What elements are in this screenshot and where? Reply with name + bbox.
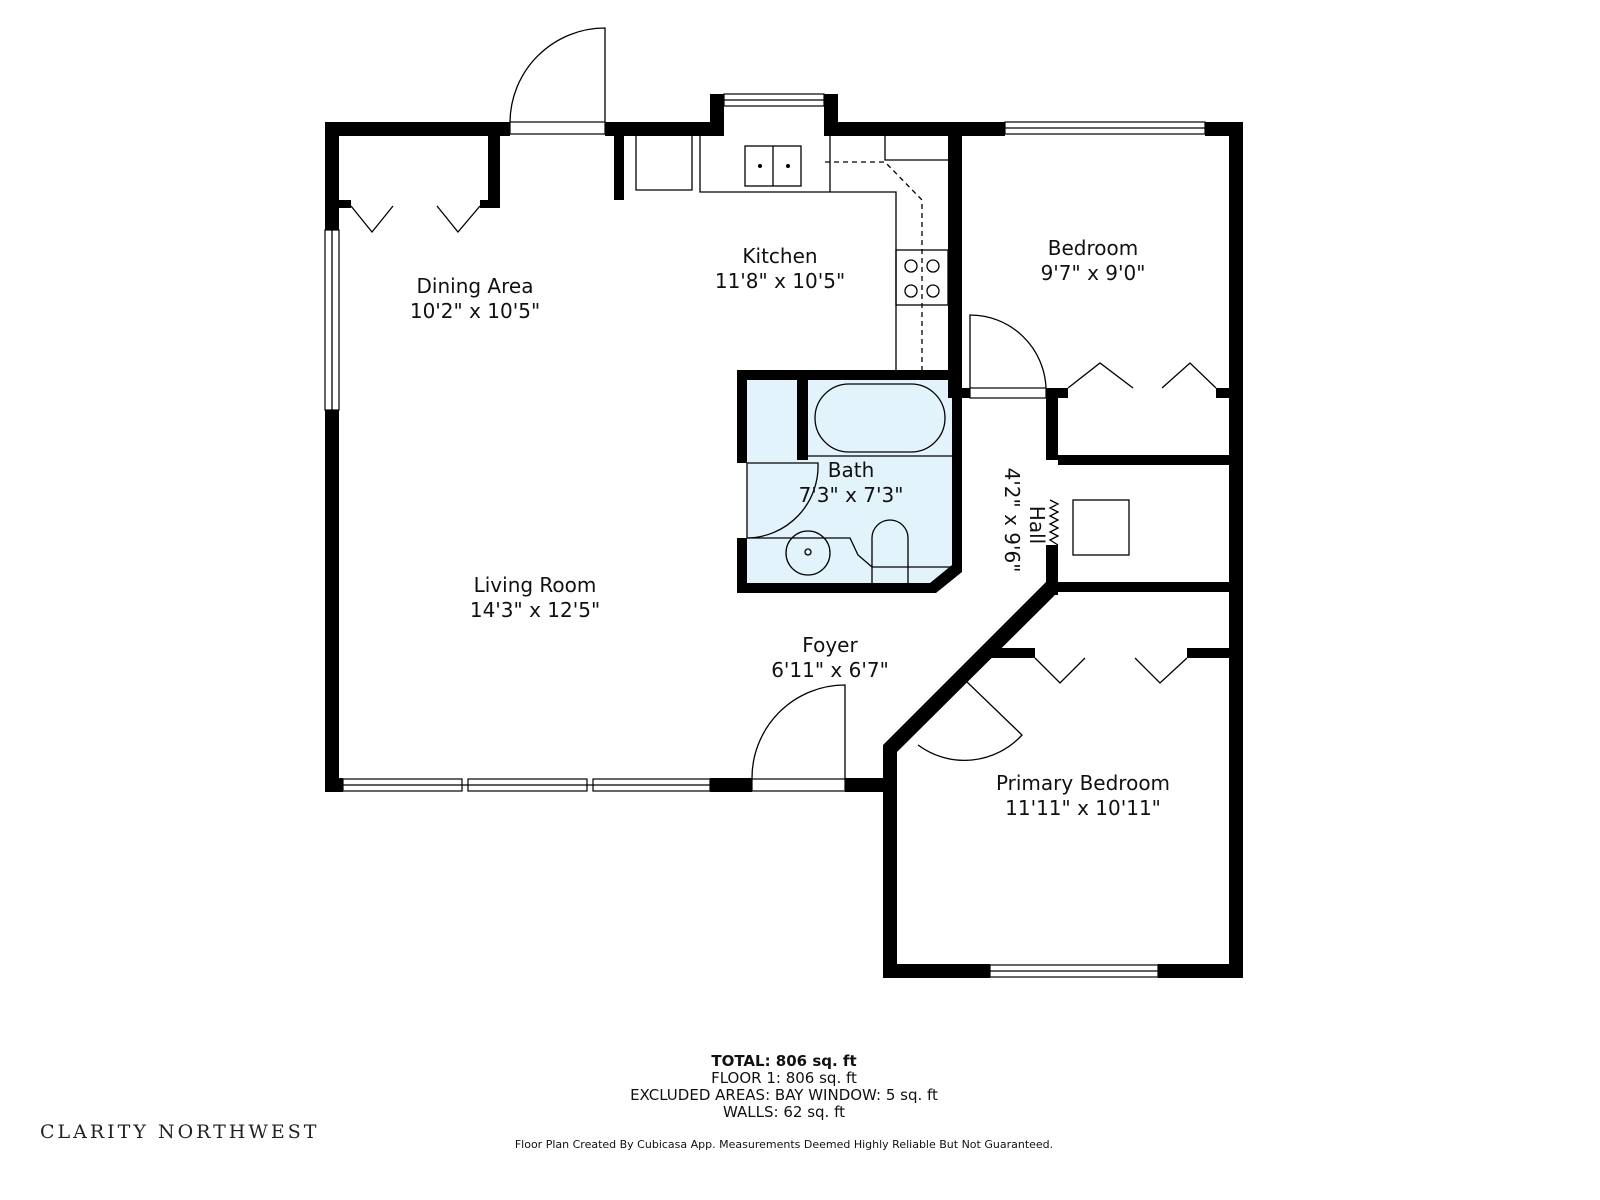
bedroom-name: Bedroom	[1048, 236, 1138, 260]
fixtures	[635, 136, 1130, 583]
doors	[350, 27, 1217, 792]
primary-name: Primary Bedroom	[996, 771, 1170, 795]
area-summary: TOTAL: 806 sq. ft FLOOR 1: 806 sq. ft EX…	[515, 1052, 1053, 1151]
foyer-name: Foyer	[802, 633, 858, 657]
bath-name: Bath	[828, 458, 875, 482]
disclaimer: Floor Plan Created By Cubicasa App. Meas…	[515, 1138, 1053, 1151]
hall-size: 4'2" x 9'6"	[1000, 468, 1024, 573]
walls-area: WALLS: 62 sq. ft	[723, 1103, 845, 1121]
bedroom-size: 9'7" x 9'0"	[1041, 261, 1146, 285]
dining-size: 10'2" x 10'5"	[410, 299, 540, 323]
floor1-area: FLOOR 1: 806 sq. ft	[711, 1069, 857, 1087]
foyer-size: 6'11" x 6'7"	[771, 658, 889, 682]
hall-name: Hall	[1025, 506, 1049, 544]
living-size: 14'3" x 12'5"	[470, 598, 600, 622]
living-name: Living Room	[474, 573, 597, 597]
walls	[325, 94, 1243, 978]
room-labels: Dining Area 10'2" x 10'5" Kitchen 11'8" …	[410, 236, 1170, 820]
primary-size: 11'11" x 10'11"	[1005, 796, 1161, 820]
bath-size: 7'3" x 7'3"	[799, 483, 904, 507]
kitchen-size: 11'8" x 10'5"	[715, 269, 845, 293]
dining-name: Dining Area	[417, 274, 534, 298]
logo: CLARITY NORTHWEST	[40, 1121, 319, 1143]
kitchen-name: Kitchen	[742, 244, 817, 268]
excluded-area: EXCLUDED AREAS: BAY WINDOW: 5 sq. ft	[630, 1086, 938, 1104]
windows	[324, 93, 1206, 978]
total-area: TOTAL: 806 sq. ft	[711, 1052, 856, 1070]
